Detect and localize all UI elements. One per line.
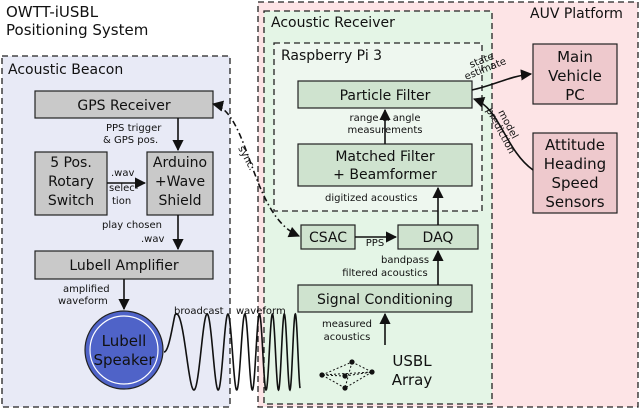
main-pc-label-2: Vehicle [548,67,602,85]
csac-box [300,224,356,250]
speaker-label-2: Speaker [93,351,155,369]
title-line1: OWTT-iUSBL [6,3,99,21]
matched-filter-box [297,143,473,187]
main-pc-label-1: Main [557,48,593,66]
sensors-to-particle-arrow [472,97,534,171]
daq-label: DAQ [423,230,454,246]
title-line2: Positioning System [6,21,148,39]
usbl-array-nodes [319,359,375,391]
arduino-label-1: Arduino [153,155,207,171]
beacon-area-label: Acoustic Beacon [8,62,123,78]
play-chosen-label-2: .wav [141,234,164,245]
sensors-label-1: Attitude [545,136,605,154]
range-angle-label-1: range & angle [350,113,421,124]
rpi-area-label: Raspberry Pi 3 [281,48,382,64]
arduino-label-2: +Wave [155,174,205,190]
measured-label-1: measured [322,319,372,330]
particle-filter-box [297,80,473,109]
receiver-area-label: Acoustic Receiver [271,15,395,31]
play-chosen-label-1: play chosen [102,220,162,231]
rotary-label-2: Rotary [48,174,94,190]
sensors-label-3: Speed [551,174,598,192]
digitized-label: digitized acoustics [325,193,418,204]
amplifier-label: Lubell Amplifier [69,258,178,274]
sensors-label-4: Sensors [545,193,604,211]
bandpass-label-1: bandpass [381,255,429,266]
csac-label: CSAC [309,230,347,246]
rotary-label-1: 5 Pos. [50,155,92,171]
sync-link [211,100,301,238]
broadcast-label: broadcast [174,306,224,317]
pps-trigger-label-1: PPS trigger [106,123,162,134]
lubell-speaker-ring [89,315,159,385]
pps-label: PPS [366,238,384,249]
usbl-label-1: USBL [392,352,432,370]
wav-select-label-3: tion [112,196,131,207]
waveform-label: waveform [236,306,286,317]
signal-conditioning-box [297,284,473,313]
matched-filter-label-1: Matched Filter [335,149,435,165]
usbl-label-2: Array [392,371,433,389]
gps-receiver-label: GPS Receiver [77,98,170,114]
auv-area-label: AUV Platform [530,6,623,22]
sensors-label-2: Heading [544,155,606,173]
particle-filter-label: Particle Filter [340,88,431,104]
sensors-box [532,132,618,214]
lubell-speaker [84,310,164,390]
main-pc-label-3: PC [565,86,585,104]
matched-filter-label-2: + Beamformer [333,167,437,183]
lubell-amplifier-box [34,250,214,280]
wav-select-label-2: selec- [109,183,139,194]
main-vehicle-pc-box [532,43,618,105]
range-angle-label-2: measurements [348,125,423,136]
wav-select-label-1: .wav [111,168,134,179]
speaker-label-1: Lubell [102,332,147,350]
pps-trigger-label-2: & GPS pos. [103,135,158,146]
signal-conditioning-label: Signal Conditioning [317,292,453,308]
particle-to-main-pc-arrow [471,69,533,91]
measured-label-2: acoustics [324,332,371,343]
bandpass-label-2: filtered acoustics [342,268,427,279]
amplified-label-1: amplified [63,284,110,295]
broadcast-waveform [163,312,301,392]
usbl-array-icon [321,361,373,389]
rotary-label-3: Switch [48,193,94,209]
sync-label: sync. [235,144,257,172]
amplified-label-2: waveform [58,296,108,307]
arduino-label-3: Shield [158,193,201,209]
